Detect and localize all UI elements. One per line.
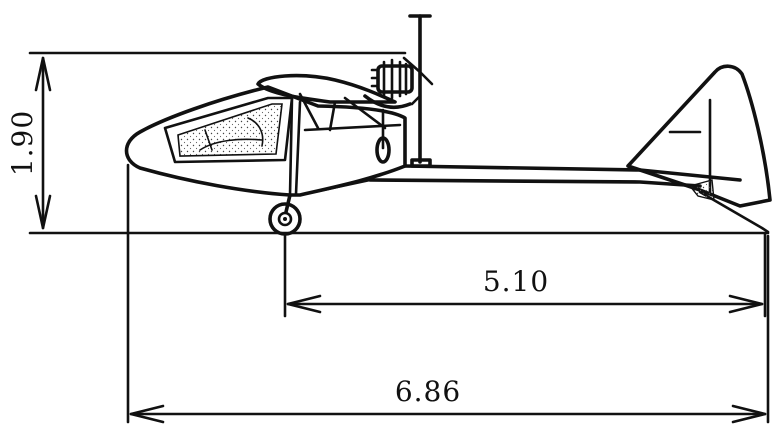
tail-rudder-line [668, 98, 712, 194]
rotor-mast [402, 14, 434, 168]
fuel-tank [375, 136, 391, 164]
canopy-window [163, 96, 294, 164]
fuselage-pod [124, 85, 407, 197]
aircraft-drawing [124, 14, 772, 236]
height-label: 1.90 [6, 110, 39, 176]
length-label: 6.86 [395, 375, 461, 408]
vertical-tail [626, 64, 772, 208]
cockpit-interior [177, 103, 283, 157]
height-dimension: 1.90 [6, 51, 770, 235]
tail-skid [698, 190, 770, 234]
pilot-seat [199, 117, 264, 151]
tail-detail [688, 179, 715, 201]
wheelbase-dimension: 5.10 [283, 232, 767, 318]
wing-struts [298, 92, 387, 132]
wheelbase-label: 5.10 [483, 265, 549, 298]
wing-fairing [256, 73, 397, 104]
engine [363, 58, 414, 110]
length-dimension: 6.86 [126, 163, 770, 424]
boom-underside [298, 178, 372, 197]
